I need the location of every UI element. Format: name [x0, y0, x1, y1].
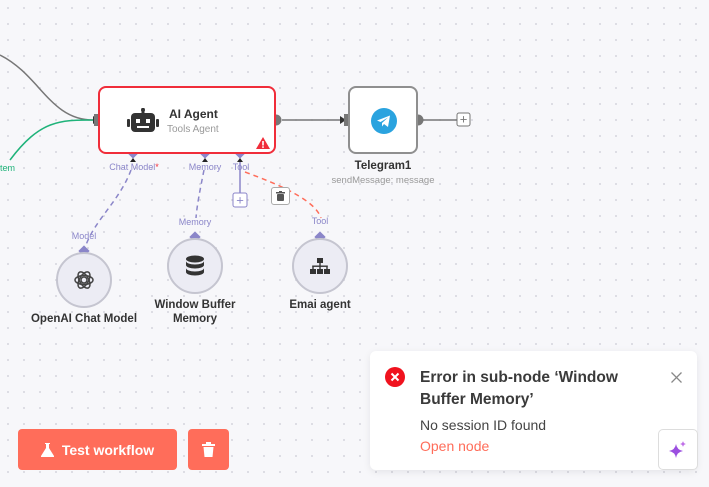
- openai-chat-model-node[interactable]: [56, 252, 112, 308]
- delete-connection-button[interactable]: [271, 187, 290, 205]
- openai-title: OpenAI Chat Model: [30, 313, 138, 325]
- window-buffer-memory-node[interactable]: [167, 238, 223, 294]
- port-label-chat-model: Chat Model*: [109, 162, 159, 172]
- port-label-memory-sub: Memory: [178, 217, 212, 227]
- port-label-tool: Tool: [232, 162, 250, 172]
- clear-execution-button[interactable]: [188, 429, 229, 470]
- telegram-title: Telegram1: [354, 160, 412, 172]
- trash-icon: [202, 442, 215, 457]
- telegram-node[interactable]: [348, 86, 418, 154]
- robot-icon: [127, 108, 159, 132]
- node-title: AI Agent: [169, 107, 218, 121]
- test-workflow-label: Test workflow: [61, 441, 155, 458]
- ai-agent-node[interactable]: AI Agent Tools Agent: [98, 86, 276, 154]
- openai-icon: [74, 271, 94, 289]
- toast-title: Error in sub-node ‘Window Buffer Memory’: [420, 369, 618, 408]
- test-workflow-button[interactable]: Test workflow: [18, 429, 177, 470]
- toast-message: No session ID found: [420, 417, 547, 433]
- port-label-tool-sub: Tool: [311, 216, 329, 226]
- port-label-memory: Memory: [188, 162, 222, 172]
- node-subtitle: Tools Agent: [167, 124, 219, 135]
- edge-label: tem: [0, 163, 16, 173]
- telegram-subtitle: sendMessage: message: [331, 175, 435, 186]
- sitemap-icon: [310, 258, 330, 274]
- flask-icon: [40, 442, 54, 457]
- warning-icon[interactable]: [256, 137, 270, 149]
- port-label-model: Model: [71, 231, 97, 241]
- email-agent-node[interactable]: [292, 238, 348, 294]
- telegram-icon: [371, 108, 397, 134]
- database-icon: [186, 255, 204, 276]
- error-toast: Error in sub-node ‘Window Buffer Memory’…: [370, 351, 697, 470]
- open-node-link[interactable]: Open node: [420, 438, 490, 454]
- ai-assistant-button[interactable]: [658, 429, 698, 470]
- email-agent-title: Emai agent: [289, 299, 351, 311]
- close-icon[interactable]: [671, 372, 682, 383]
- trash-icon: [276, 191, 285, 201]
- svg-text:+: +: [236, 193, 244, 208]
- error-icon: [385, 367, 405, 387]
- sparkle-icon: [669, 440, 686, 458]
- svg-text:+: +: [460, 112, 468, 127]
